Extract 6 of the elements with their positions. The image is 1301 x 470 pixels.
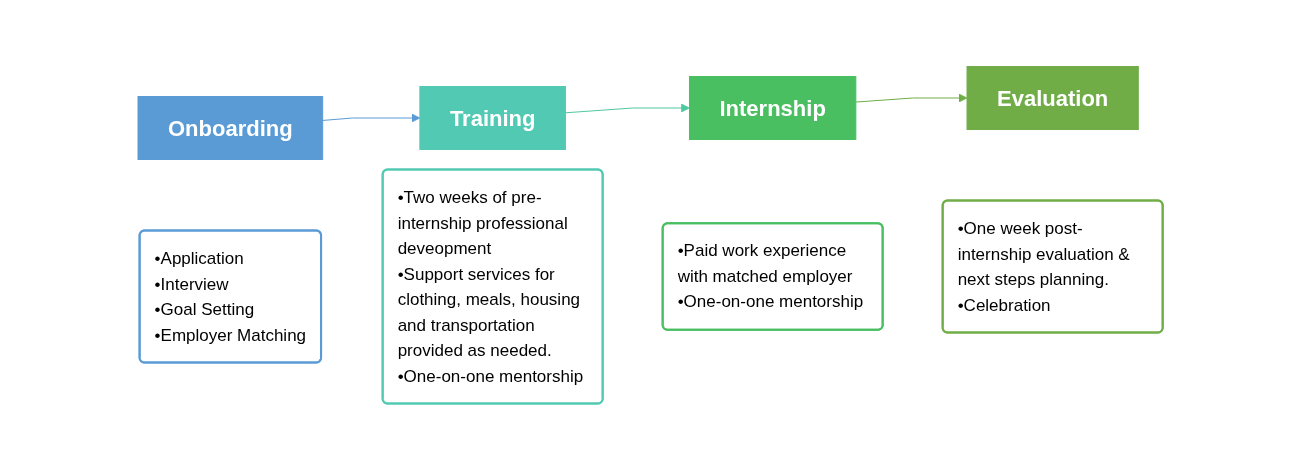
node-box: Internship	[689, 76, 857, 140]
node-box: Training	[419, 86, 567, 150]
node-box: Onboarding	[137, 96, 324, 160]
arrow	[855, 93, 968, 103]
arrow	[322, 113, 421, 123]
node-box: Evaluation	[966, 66, 1139, 130]
